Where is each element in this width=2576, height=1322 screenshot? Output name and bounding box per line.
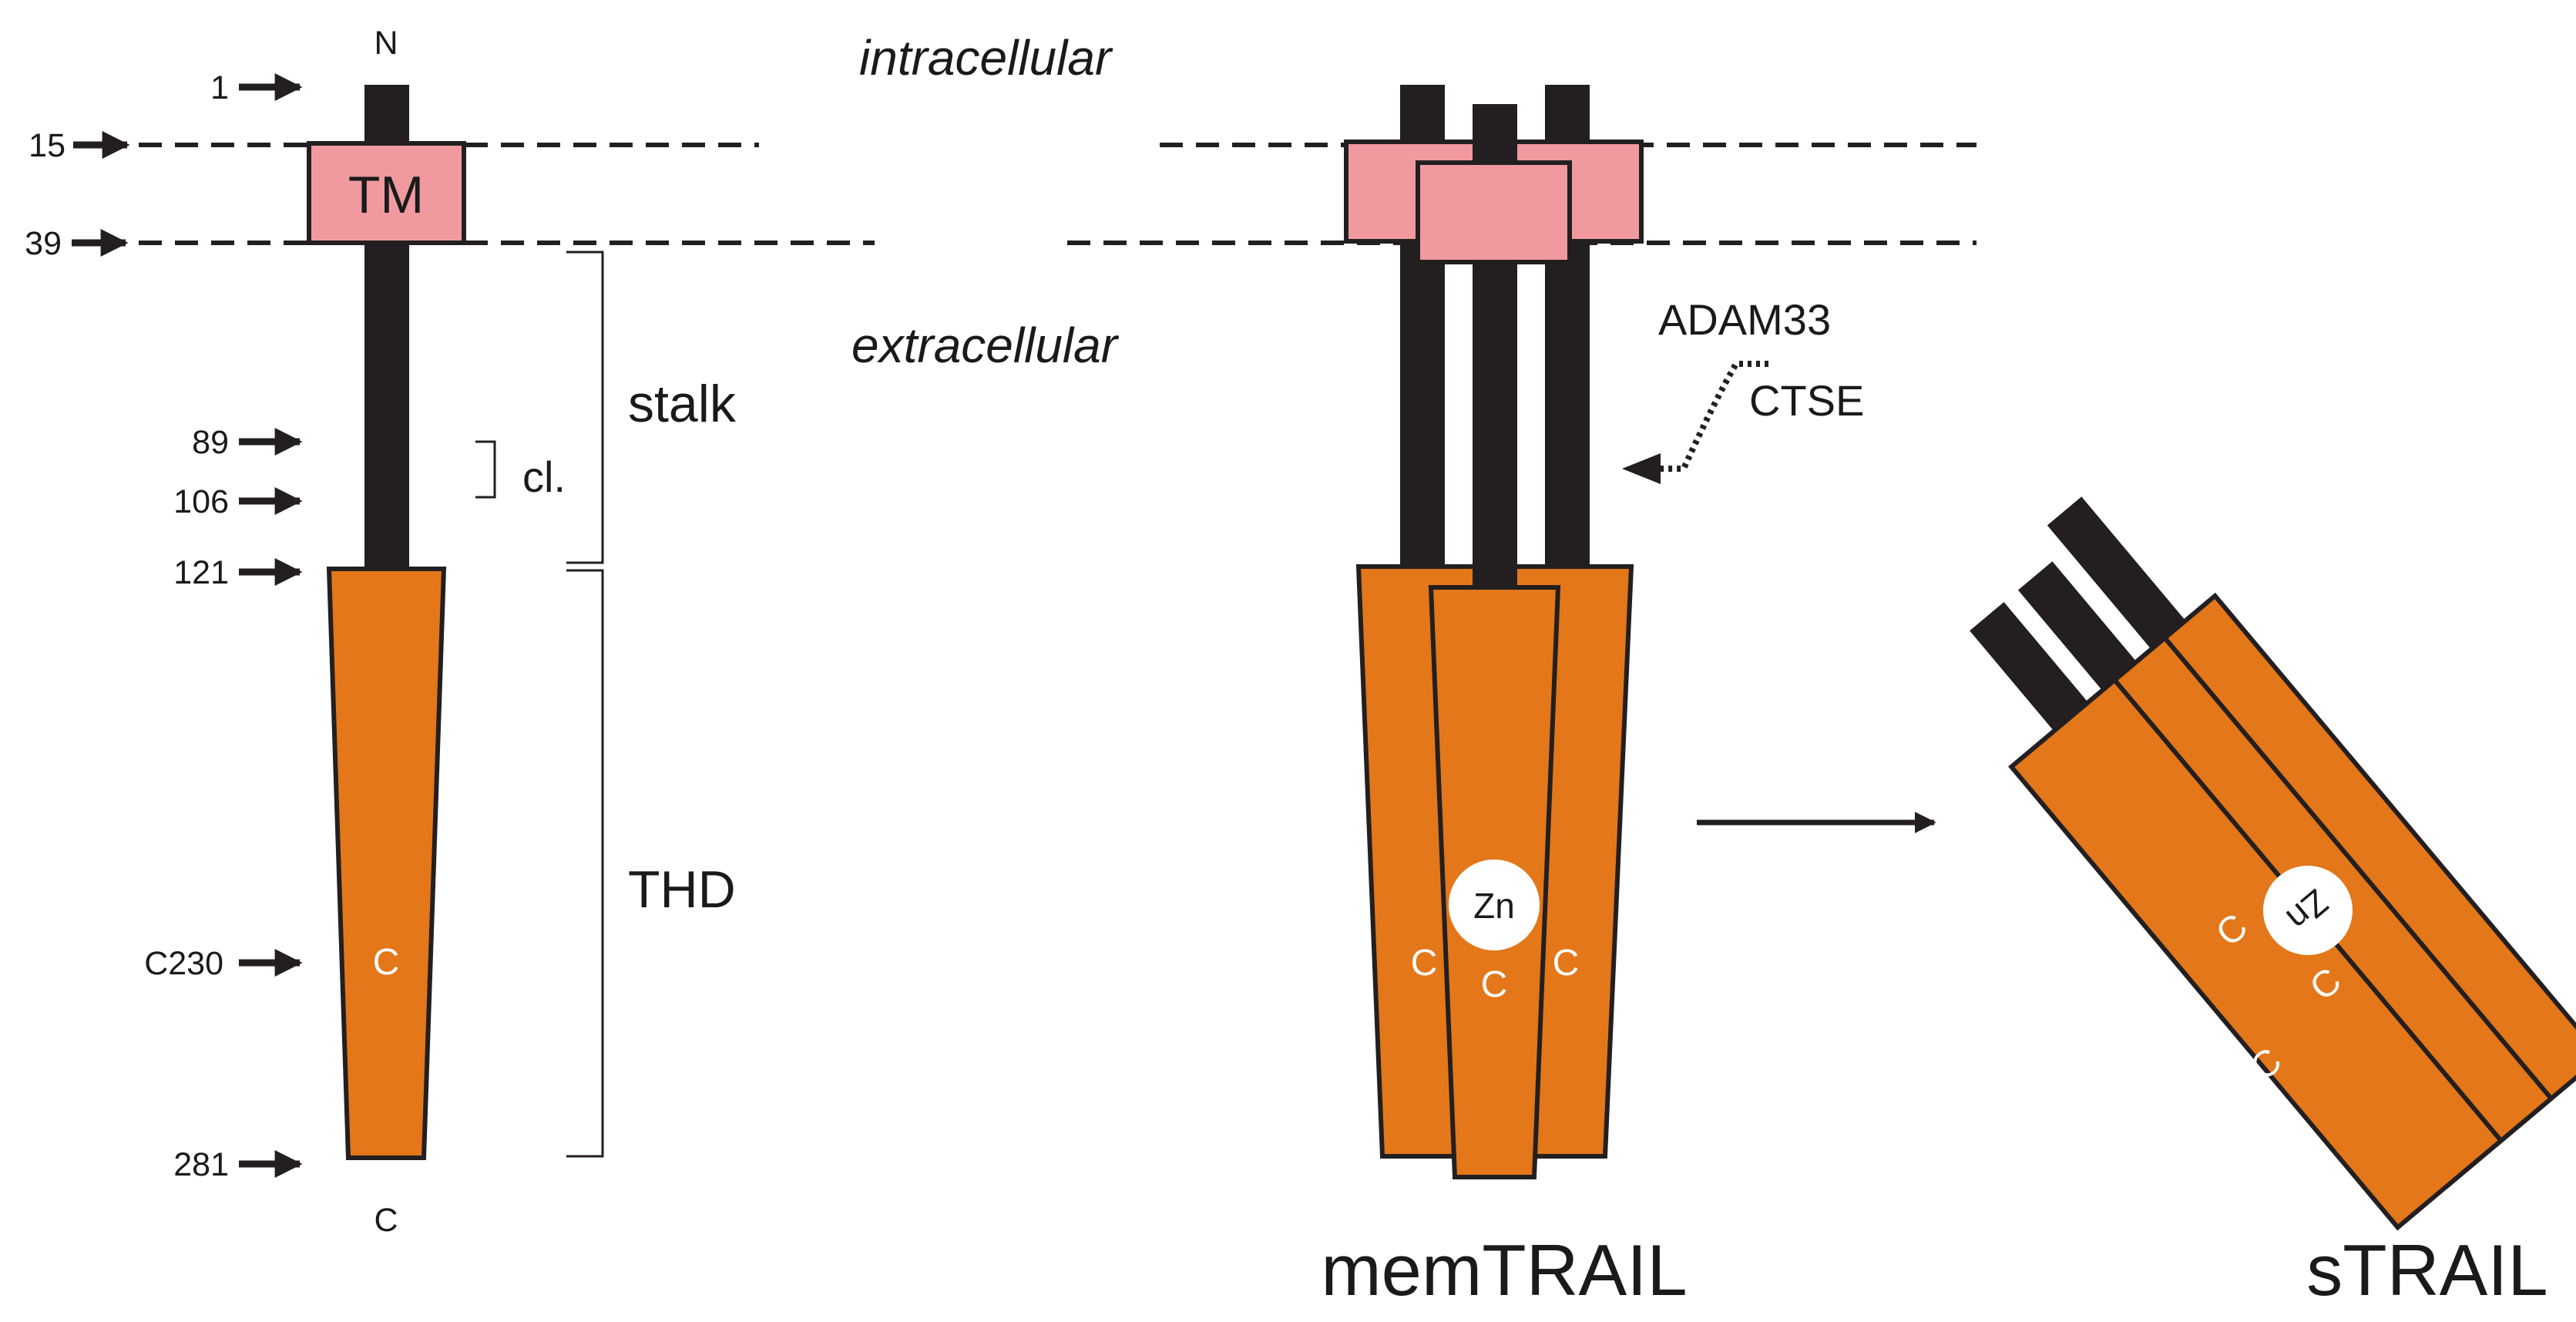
residue-marker: 121	[173, 554, 303, 591]
residue-label: 121	[173, 554, 229, 591]
residue-label: 106	[173, 483, 229, 520]
residue-label: 15	[29, 127, 65, 164]
cleavage-label: cl.	[522, 452, 566, 501]
strail-stalk	[2047, 496, 2191, 656]
intracellular-label: intracellular	[859, 30, 1113, 86]
zinc-label: Zn	[1473, 886, 1515, 926]
protease-label-ctse: CTSE	[1749, 376, 1864, 425]
zinc-ion	[1449, 859, 1540, 950]
monomer-tm-domain	[307, 141, 466, 245]
strail-stalk	[1970, 601, 2094, 738]
c-terminus-label: C	[374, 1202, 398, 1239]
residue-markers: 1 15 39 89 106 121 C230 281	[25, 69, 303, 1183]
residue-marker: 39	[25, 225, 129, 262]
extracellular-label: extracellular	[851, 318, 1120, 373]
thd-bracket	[566, 569, 604, 1158]
protease-label-adam33: ADAM33	[1658, 295, 1831, 344]
stalk-label: stalk	[628, 375, 737, 433]
domain-brackets	[475, 251, 604, 1158]
strail-stalk	[2017, 561, 2142, 697]
trimer-cysteine-left: C	[1411, 943, 1438, 984]
residue-label: 1	[210, 69, 229, 106]
strail-trimer: Zn C C C	[1970, 496, 2576, 1231]
trail-monomer: TM C N C	[307, 25, 466, 1239]
residue-marker: 15	[29, 127, 130, 164]
residue-marker: C230	[144, 945, 303, 982]
residue-label: 89	[192, 424, 229, 461]
residue-label: 39	[25, 225, 62, 262]
tm-label: TM	[348, 166, 424, 224]
trimer-cysteine-center: C	[1481, 964, 1508, 1005]
residue-label: 281	[173, 1146, 229, 1183]
protease-arrowhead	[1622, 453, 1661, 484]
residue-marker: 281	[173, 1146, 303, 1183]
n-terminus-label: N	[374, 25, 398, 62]
monomer-thd-domain	[326, 567, 447, 1160]
cleavage-bracket	[475, 440, 496, 499]
strail-zinc-ion	[2263, 866, 2353, 955]
residue-marker: 106	[173, 483, 303, 520]
stalk-bracket	[566, 251, 604, 564]
thd-label: THD	[628, 860, 736, 919]
memtrail-trimer: Zn C C C	[1344, 85, 1644, 1179]
strail-label: sTRAIL	[2306, 1229, 2547, 1310]
residue-marker: 1	[210, 69, 303, 106]
trimer-tm-domain-front	[1416, 160, 1572, 264]
memtrail-label: memTRAIL	[1321, 1229, 1687, 1310]
residue-label: C230	[144, 945, 223, 982]
residue-marker: 89	[192, 424, 303, 461]
monomer-cysteine-label: C	[373, 942, 400, 983]
trimer-cysteine-right: C	[1553, 943, 1580, 984]
